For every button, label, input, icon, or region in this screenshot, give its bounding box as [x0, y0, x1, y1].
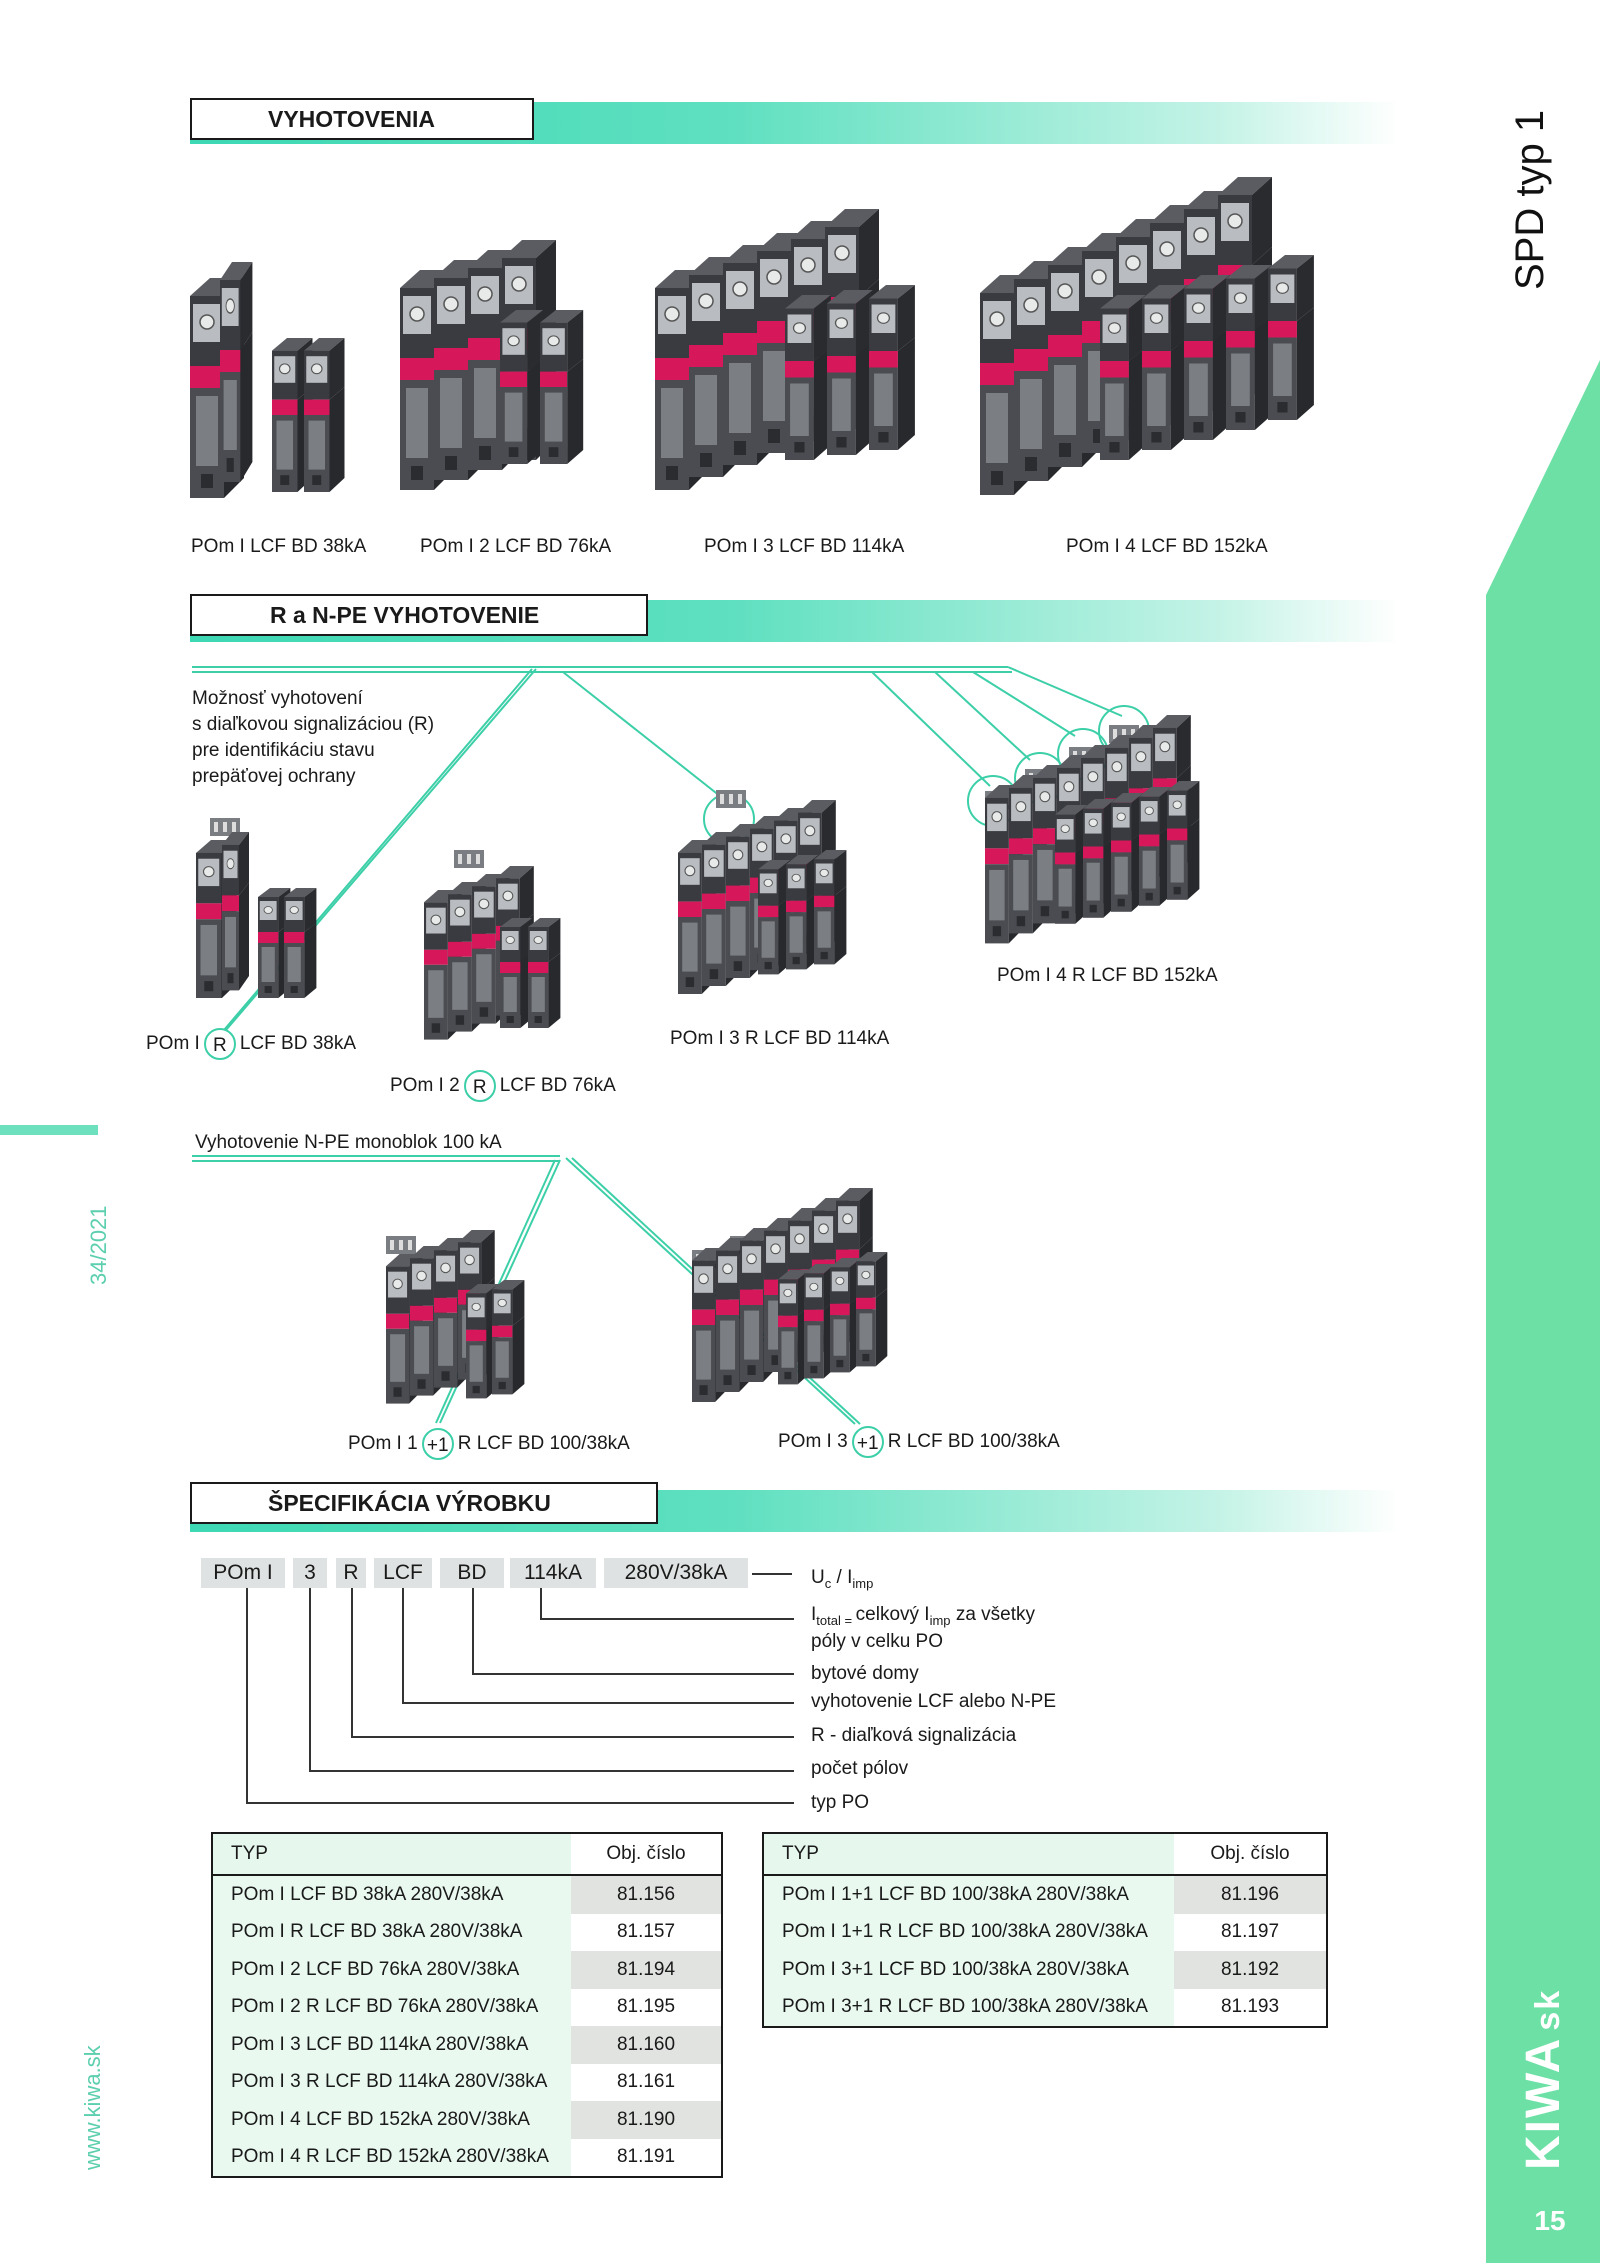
leader-line — [402, 1588, 794, 1704]
spec-label-itotal-2: póly v celku PO — [811, 1631, 943, 1652]
side-green-bar — [1486, 360, 1600, 2263]
signalization-note: Možnosť vyhotovení s diaľkovou signalizá… — [192, 688, 435, 787]
leader-line — [351, 1588, 794, 1738]
product-caption: POm I LCF BD 38kA — [191, 536, 367, 557]
col-header-order: Obj. číslo — [1174, 1833, 1327, 1876]
product-image-npe-1 — [386, 1229, 525, 1404]
side-title: SPD typ 1 — [1508, 109, 1552, 290]
section-title-vyhotovenia: VYHOTOVENIA — [190, 98, 534, 140]
leader-line — [752, 1573, 792, 1575]
page-number: 15 — [1534, 2205, 1566, 2236]
product-caption: POm I 4 LCF BD 152kA — [1066, 536, 1268, 557]
code-box-r: R — [336, 1558, 366, 1588]
spec-label-bd: bytové domy — [811, 1663, 919, 1684]
left-accent-bar — [0, 1125, 98, 1135]
col-header-type: TYP — [763, 1833, 1174, 1876]
product-caption: POm I 4 R LCF BD 152kA — [997, 965, 1218, 986]
product-image-r-2p — [424, 850, 561, 1040]
product-caption: POm I 3 R LCF BD 114kA — [670, 1028, 890, 1049]
product-caption: POm I 2 LCF BD 76kA — [420, 536, 612, 557]
leader-line — [309, 1588, 794, 1772]
product-image-r-3p — [678, 790, 847, 995]
leader-line — [472, 1588, 794, 1675]
col-header-type: TYP — [212, 1833, 571, 1876]
product-image-r-4p — [985, 714, 1200, 944]
code-box-current: 114kA — [510, 1558, 596, 1588]
section-title-r: R a N-PE VYHOTOVENIE — [190, 594, 648, 636]
code-box-bd: BD — [440, 1558, 504, 1588]
spec-label-itotal: Itotal = celkový Iimp za všetky — [811, 1604, 1036, 1628]
spec-label-lcf: vyhotovenie LCF alebo N-PE — [811, 1691, 1057, 1712]
website-link[interactable]: www.kiwa.sk — [80, 2045, 105, 2170]
spec-label-poles: počet pólov — [811, 1758, 909, 1779]
spec-label-r: R - diaľková signalizácia — [811, 1725, 1017, 1746]
code-box-lcf: LCF — [374, 1558, 432, 1588]
spec-label-voltage: Uc / Iimp — [811, 1567, 874, 1591]
col-header-order: Obj. číslo — [571, 1833, 722, 1876]
product-caption: POm I 3 LCF BD 114kA — [704, 536, 905, 557]
npe-label: Vyhotovenie N-PE monoblok 100 kA — [195, 1132, 502, 1153]
product-image-npe-3 — [692, 1187, 888, 1403]
leader-line — [246, 1588, 794, 1804]
leader-line — [540, 1588, 794, 1620]
section-title-spec: ŠPECIFIKÁCIA VÝROBKU — [190, 1482, 658, 1524]
kiwa-logo: KIWAsk — [1517, 1988, 1570, 2170]
code-box-type: POm I — [201, 1558, 285, 1588]
product-image-r-1p — [196, 818, 317, 998]
code-box-voltage: 280V/38kA — [604, 1558, 748, 1588]
spec-label-type: typ PO — [811, 1792, 870, 1813]
code-box-poles: 3 — [293, 1558, 327, 1588]
